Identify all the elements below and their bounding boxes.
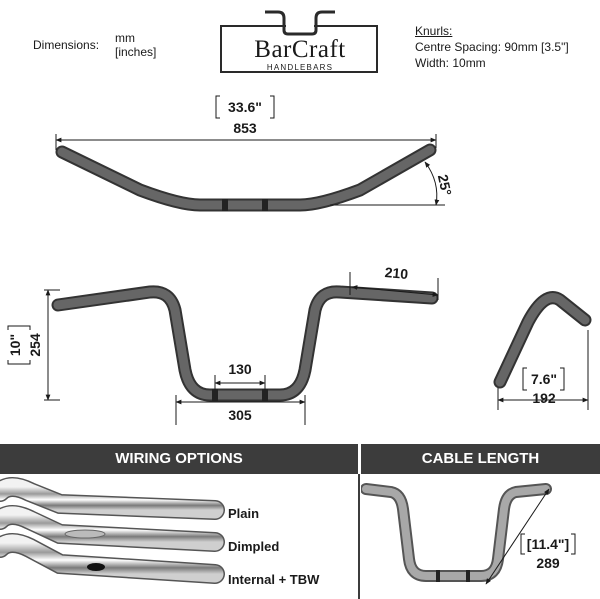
- top-width-mm: 853: [233, 120, 257, 136]
- base-width: 305: [228, 407, 252, 423]
- cable-dimension-line: [485, 488, 550, 585]
- knurl-spacing: 130: [228, 361, 252, 377]
- front-view-bar: [51, 285, 439, 402]
- wiring-option-plain: Plain: [228, 506, 260, 521]
- cable-length-inches: [11.4"]: [527, 536, 569, 552]
- tip-length: 210: [384, 264, 409, 282]
- wiring-bars-image: [0, 477, 225, 584]
- technical-drawing: 33.6" 853 25° 10" 254 210 130 305 7.6" 1…: [7, 95, 592, 425]
- section-divider: [358, 474, 360, 599]
- angle-label: 25°: [435, 173, 455, 197]
- cable-length-banner: CABLE LENGTH: [361, 444, 600, 474]
- wiring-option-dimpled: Dimpled: [228, 539, 280, 554]
- internal-tbw-bar-icon: [0, 533, 225, 584]
- cable-bar-icon: [361, 483, 552, 582]
- knurls-centre-spacing: Centre Spacing: 90mm [3.5"]: [415, 40, 569, 54]
- knurls-width: Width: 10mm: [415, 56, 486, 70]
- brand-tagline: HANDLEBARS: [266, 63, 334, 72]
- top-width-inches: 33.6": [228, 99, 262, 115]
- cable-length-mm: 289: [536, 555, 560, 571]
- side-view-bar: [493, 291, 592, 389]
- brand-name: BarCraft: [254, 36, 346, 63]
- knurls-title: Knurls:: [415, 24, 453, 38]
- handlebar-logo-icon: [220, 10, 378, 73]
- brand-logo: BarCraft HANDLEBARS: [220, 4, 380, 74]
- dimpled-bar-icon: [0, 505, 225, 552]
- plain-bar-icon: [0, 477, 225, 520]
- wiring-options-banner: WIRING OPTIONS: [0, 444, 358, 474]
- units-mm: mm: [115, 31, 135, 45]
- wiring-option-internal-tbw: Internal + TBW: [228, 572, 320, 587]
- top-view-bar: [55, 143, 437, 212]
- height-inches: 10": [7, 334, 23, 356]
- side-depth-mm: 192: [532, 390, 556, 406]
- units-inches: [inches]: [115, 45, 157, 59]
- cable-length-drawing: [11.4"] 289: [361, 483, 576, 585]
- dimensions-label: Dimensions:: [33, 38, 100, 52]
- height-mm: 254: [27, 333, 43, 357]
- side-depth-inches: 7.6": [531, 371, 557, 387]
